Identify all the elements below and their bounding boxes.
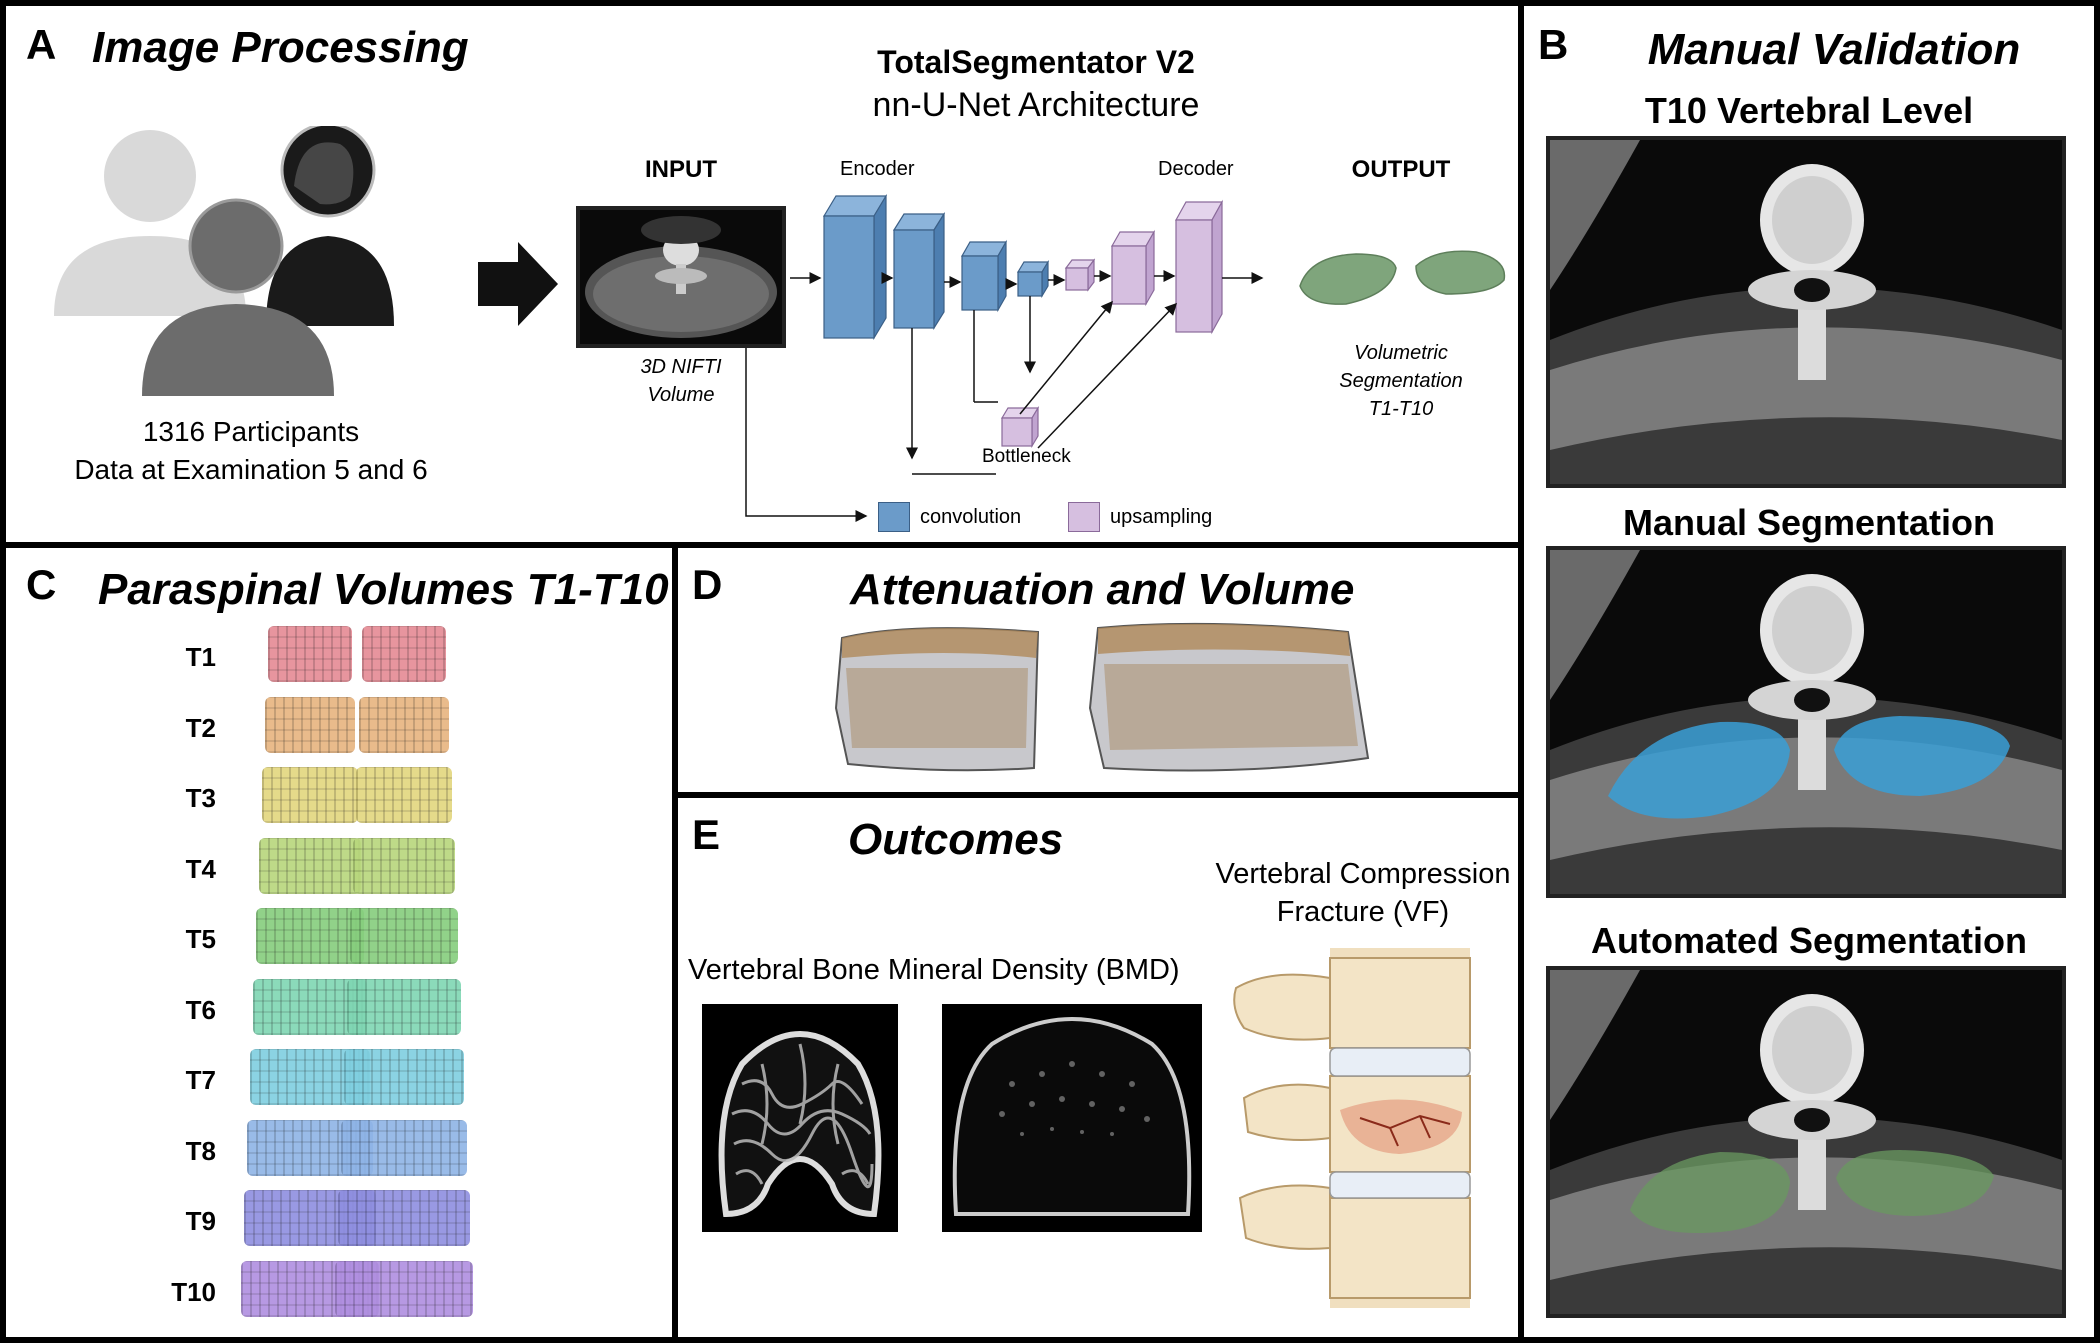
paraspinal-level-row: T7 — [6, 1049, 666, 1105]
paraspinal-level-row: T4 — [6, 837, 666, 894]
bmd-label: Vertebral Bone Mineral Density (BMD) — [688, 954, 1180, 986]
participants-count: 1316 Participants — [142, 416, 360, 447]
left-paraspinal-volume — [268, 626, 352, 682]
participants-icon — [54, 126, 394, 396]
panel-title-manual-validation: Manual Validation — [1647, 25, 2021, 74]
right-paraspinal-volume — [362, 626, 446, 682]
level-label: T6 — [185, 994, 216, 1025]
left-paraspinal-volume — [262, 767, 358, 823]
panel-letter-d: D — [692, 561, 723, 608]
panel-attenuation-volume: D Attenuation and Volume — [672, 542, 1524, 798]
level-label: T10 — [171, 1276, 216, 1307]
paraspinal-level-row: T6 — [6, 978, 666, 1035]
left-paraspinal-volume — [259, 837, 361, 894]
vertebral-fracture-illustration — [1233, 948, 1471, 1308]
manual-segmentation-label: Manual Segmentation — [1622, 502, 1996, 543]
level-label: T5 — [185, 924, 216, 954]
paraspinal-level-row: T5 — [6, 908, 666, 964]
right-paraspinal-volume — [341, 1119, 467, 1176]
legend-upsampling-label: upsampling — [1110, 506, 1213, 528]
output-caption-3: T1-T10 — [1368, 398, 1434, 420]
right-paraspinal-volume — [338, 1190, 470, 1246]
legend-convolution-label: convolution — [920, 506, 1022, 528]
input-caption-1: 3D NIFTI — [640, 356, 722, 378]
level-label: T7 — [185, 1065, 216, 1095]
paraspinal-level-row: T2 — [6, 696, 666, 753]
vf-label-1: Vertebral Compression — [1215, 858, 1511, 890]
automated-segmentation-label: Automated Segmentation — [1590, 920, 2028, 961]
right-paraspinal-volume — [350, 908, 458, 964]
input-ct-image — [576, 206, 786, 348]
architecture-name: nn-U-Net Architecture — [872, 86, 1200, 124]
output-segmentation-shapes — [1299, 250, 1506, 305]
right-paraspinal-volume — [344, 1049, 464, 1105]
input-to-legend-arrow — [745, 348, 868, 522]
paraspinal-level-row: T8 — [6, 1119, 666, 1176]
left-paraspinal-volume — [265, 696, 355, 753]
model-name: TotalSegmentator V2 — [877, 44, 1195, 80]
panel-letter-a: A — [26, 21, 57, 68]
paraspinal-level-row: T3 — [6, 767, 666, 823]
level-label: T3 — [185, 783, 216, 813]
encoder-label: Encoder — [840, 158, 915, 180]
input-label: INPUT — [645, 156, 717, 183]
vf-label-2: Fracture (VF) — [1276, 896, 1450, 928]
panel-letter-c: C — [26, 561, 57, 608]
participants-exam: Data at Examination 5 and 6 — [74, 454, 428, 485]
panel-letter-e: E — [692, 811, 721, 858]
left-paraspinal-volume — [256, 908, 364, 964]
panel-title-image-processing: Image Processing — [92, 23, 469, 72]
level-label: T1 — [185, 642, 216, 672]
bottleneck-label: Bottleneck — [982, 446, 1071, 467]
panel-title-attenuation-volume: Attenuation and Volume — [850, 565, 1355, 614]
panel-letter-b: B — [1538, 21, 1569, 68]
panel-title-paraspinal-volumes: Paraspinal Volumes T1-T10 — [98, 565, 669, 614]
right-paraspinal-volume — [353, 837, 455, 894]
level-label: T8 — [185, 1135, 216, 1166]
bmd-image-low — [942, 1004, 1202, 1232]
decoder-label: Decoder — [1158, 158, 1234, 180]
paraspinal-level-row: T9 — [6, 1190, 666, 1246]
paraspinal-level-row: T10 — [6, 1260, 666, 1317]
panel-manual-validation: B Manual Validation T10 Vertebral Level … — [1518, 0, 2100, 1343]
output-caption-1: Volumetric — [1354, 342, 1448, 364]
output-label: OUTPUT — [1351, 156, 1451, 183]
muscle-volume-renderings — [834, 622, 1370, 772]
level-label: T4 — [185, 853, 216, 884]
right-paraspinal-volume — [356, 767, 452, 823]
panel-title-outcomes: Outcomes — [848, 815, 1064, 864]
level-label: T2 — [185, 712, 216, 743]
right-paraspinal-volume — [359, 696, 449, 753]
unet-diagram — [790, 193, 1264, 475]
bmd-image-normal — [702, 1004, 898, 1232]
right-paraspinal-volume — [347, 978, 461, 1035]
panel-image-processing: A Image Processing 1316 Participants Dat… — [0, 0, 1524, 548]
input-caption-2: Volume — [647, 384, 715, 406]
panel-outcomes: E Outcomes Vertebral Bone Mineral Densit… — [672, 792, 1524, 1343]
arrow-right-icon — [478, 242, 558, 326]
legend-upsampling-swatch — [1068, 502, 1100, 532]
ct-image-manual-segmentation — [1546, 546, 2066, 898]
ct-image-automated-segmentation — [1546, 966, 2066, 1318]
level-label: T9 — [185, 1206, 216, 1236]
t10-level-label: T10 Vertebral Level — [1644, 90, 1974, 131]
right-paraspinal-volume — [335, 1260, 473, 1317]
output-caption-2: Segmentation — [1339, 370, 1463, 392]
paraspinal-level-row: T1 — [6, 626, 666, 682]
ct-image-t10 — [1546, 136, 2066, 488]
legend-convolution-swatch — [878, 502, 910, 532]
